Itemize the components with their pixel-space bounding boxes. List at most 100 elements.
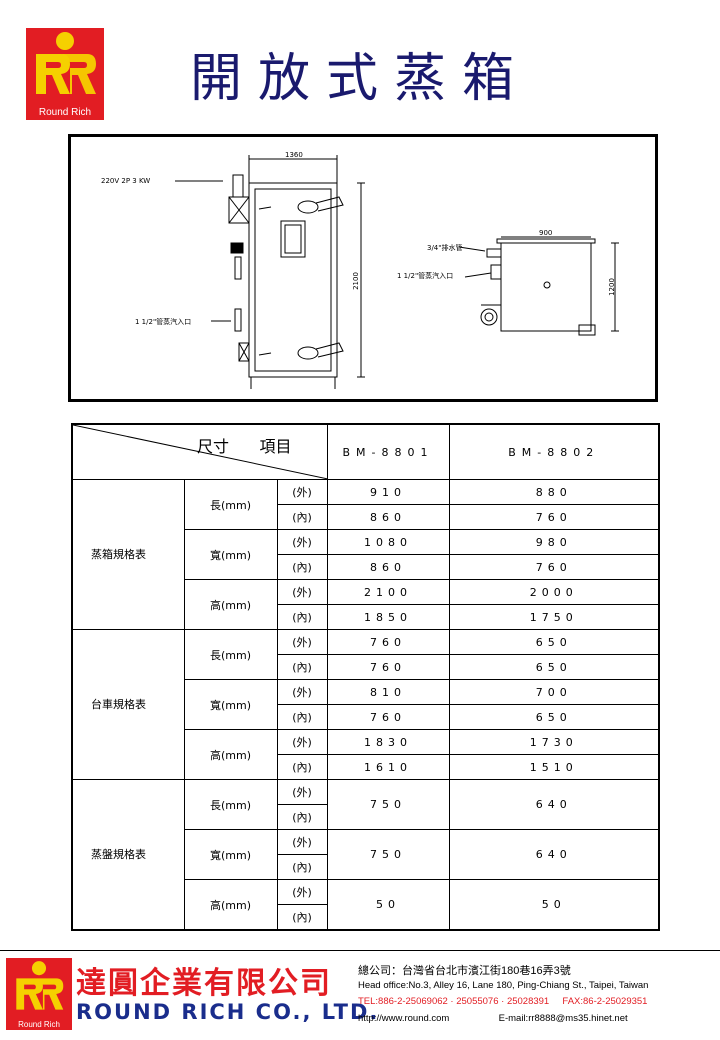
value-cell: 650 (448, 629, 660, 655)
email-link[interactable]: E-mail:rr8888@ms35.hinet.net (498, 1013, 628, 1024)
table-row: (內) (72, 854, 659, 880)
table-row: 高(mm) (外) 1830 1730 (72, 729, 660, 780)
io-label: (內) (276, 554, 328, 580)
io-label: (內) (276, 504, 328, 530)
io-label: (內) (276, 604, 328, 630)
value-cell: 1850 (326, 604, 450, 630)
value-cell: 1750 (448, 604, 660, 630)
io-label: (外) (276, 829, 328, 855)
table-row: (內) (72, 904, 659, 931)
table-header-row: 尺寸 項目 BM-8801 BM-8802 (71, 423, 660, 480)
value-cell: 2100 (326, 579, 450, 605)
header-diagonal-cell: 尺寸 項目 (71, 423, 328, 480)
model-header: BM-8801 (326, 423, 450, 480)
company-name-zh: 達圓企業有限公司 (76, 966, 332, 1001)
dimension-label: 高(mm) (183, 729, 278, 780)
phone-fax-line: TEL:886-2-25069062 · 25055076 · 25028391… (358, 996, 647, 1007)
value-cell: 640 (448, 829, 660, 880)
io-label: (內) (276, 904, 328, 931)
header-item-label: 項目 (259, 437, 292, 456)
table-row: 蒸盤規格表 長(mm) (外) 750 640 (71, 779, 660, 931)
fax-number: FAX:86-2-25029351 (562, 996, 648, 1007)
dimension-label: 長(mm) (183, 779, 278, 830)
dimension-label: 長(mm) (183, 479, 278, 530)
value-cell: 810 (326, 679, 450, 705)
company-logo: Round Rich (26, 28, 104, 120)
value-cell: 980 (448, 529, 660, 555)
rr-logo-mark (36, 32, 96, 94)
group-label: 蒸盤規格表 (71, 779, 185, 931)
logo-caption: Round Rich (18, 1020, 60, 1029)
steam-inlet-side-label: 1 1/2"管蒸汽入口 (397, 272, 454, 280)
value-cell: 1830 (326, 729, 450, 755)
value-cell: 760 (326, 654, 450, 680)
tel-numbers: TEL:886-2-25069062 · 25055076 · 25028391 (358, 996, 550, 1007)
width-dimension-label: 1360 (285, 151, 303, 159)
group-label: 台車規格表 (71, 629, 185, 780)
value-cell: 750 (326, 829, 450, 880)
table-row: (內) 1850 1750 (72, 604, 660, 630)
io-label: (外) (276, 879, 328, 905)
value-cell: 760 (326, 629, 450, 655)
steam-inlet-front-label: 1 1/2"管蒸汽入口 (135, 318, 192, 326)
company-name-en: ROUND RICH CO., LTD. (76, 1000, 380, 1024)
steam-cabinet-drawing (175, 155, 619, 389)
value-cell: 760 (448, 554, 660, 580)
io-label: (外) (276, 529, 328, 555)
io-label: (外) (276, 729, 328, 755)
table-row: 蒸箱規格表 長(mm) (外) 910 880 (71, 479, 660, 630)
value-cell: 650 (448, 654, 660, 680)
dimension-label: 長(mm) (183, 629, 278, 680)
table-row: (內) 860 760 (72, 504, 660, 530)
value-cell: 760 (326, 704, 450, 730)
table-row: 寬(mm) (外) 810 700 (72, 679, 660, 730)
table-row: 高(mm) (外) 50 50 (72, 879, 660, 931)
value-cell: 1730 (448, 729, 660, 755)
group-label: 蒸箱規格表 (71, 479, 185, 630)
value-cell: 760 (448, 504, 660, 530)
io-label: (內) (276, 804, 328, 830)
io-label: (內) (276, 704, 328, 730)
rr-logo-mark (16, 961, 64, 1010)
dimension-label: 寬(mm) (183, 679, 278, 730)
height-dimension-label: 2100 (351, 272, 360, 290)
table-row: (內) 860 760 (72, 554, 660, 580)
dimension-label: 寬(mm) (183, 829, 278, 880)
value-cell: 2000 (448, 579, 660, 605)
value-cell: 750 (326, 779, 450, 830)
value-cell: 50 (326, 879, 450, 931)
footer-logo: Round Rich (6, 958, 72, 1030)
table-row: 寬(mm) (外) 750 640 (72, 829, 660, 880)
technical-drawing: 220V 2P 3 KW 1360 2100 1 1/2"管蒸汽入口 3/4"排… (68, 134, 658, 402)
table-row: 寬(mm) (外) 1080 980 (72, 529, 660, 580)
logo-caption: Round Rich (38, 107, 92, 118)
io-label: (外) (276, 779, 328, 805)
io-label: (外) (276, 629, 328, 655)
footer-divider (0, 950, 720, 951)
value-cell: 1510 (448, 754, 660, 780)
value-cell: 910 (326, 479, 450, 505)
value-cell: 1080 (326, 529, 450, 555)
dimension-label: 寬(mm) (183, 529, 278, 580)
value-cell: 860 (326, 504, 450, 530)
io-label: (內) (276, 854, 328, 880)
dimension-label: 高(mm) (183, 579, 278, 630)
drain-pipe-label: 3/4"排水管 (427, 244, 463, 252)
power-spec-label: 220V 2P 3 KW (101, 177, 151, 185)
value-cell: 700 (448, 679, 660, 705)
io-label: (內) (276, 754, 328, 780)
table-row: 台車規格表 長(mm) (外) 760 650 (71, 629, 660, 780)
io-label: (內) (276, 654, 328, 680)
value-cell: 650 (448, 704, 660, 730)
value-cell: 860 (326, 554, 450, 580)
table-row: (內) 1610 1510 (72, 754, 660, 780)
value-cell: 1610 (326, 754, 450, 780)
page-title: 開放式蒸箱 (189, 49, 530, 109)
model-header: BM-8802 (448, 423, 660, 480)
side-width-dimension-label: 900 (539, 229, 553, 237)
table-row: (內) 760 650 (72, 654, 660, 680)
web-email-line: http://www.round.com E-mail:rr8888@ms35.… (358, 1013, 628, 1024)
io-label: (外) (276, 679, 328, 705)
side-height-dimension-label: 1200 (607, 278, 616, 296)
website-link[interactable]: http://www.round.com (358, 1013, 450, 1024)
